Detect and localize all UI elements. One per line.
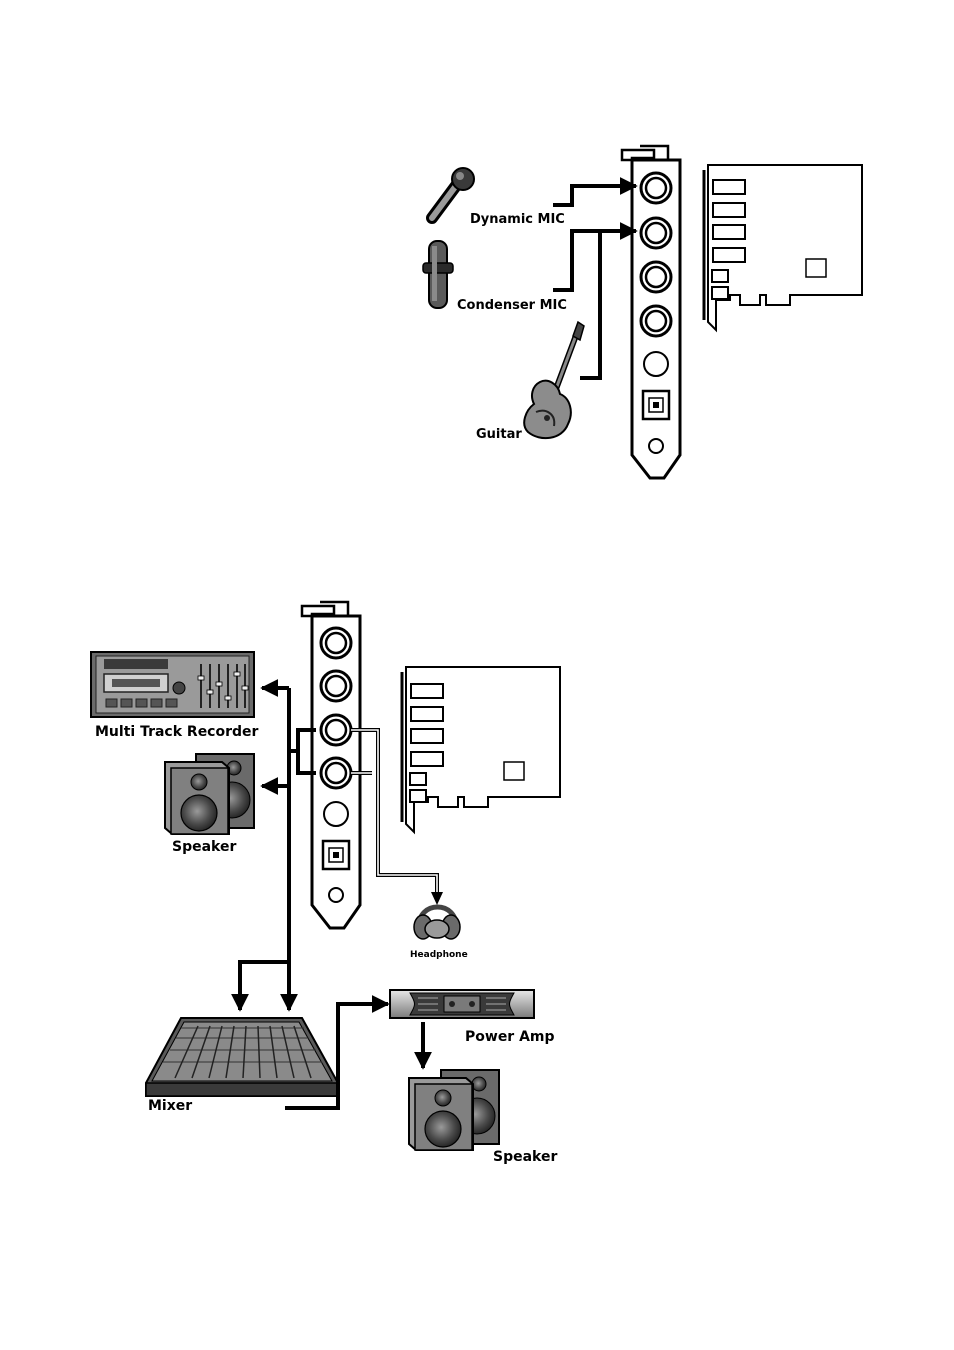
mixer-label: Mixer — [148, 1098, 192, 1114]
dynamic-mic-label: Dynamic MIC — [470, 212, 565, 227]
headphone-connection-line — [351, 728, 443, 905]
multi-track-recorder-icon — [90, 651, 255, 718]
input-connection-lines — [553, 177, 638, 380]
pcie-card-icon — [400, 666, 561, 835]
headphone-icon — [413, 904, 461, 940]
output-connection-lines — [231, 679, 432, 1110]
multi-track-recorder-label: Multi Track Recorder — [95, 724, 259, 740]
power-amp-label: Power Amp — [465, 1029, 555, 1045]
speaker-icon — [408, 1069, 500, 1151]
speaker-icon — [164, 753, 255, 835]
speaker-left-label: Speaker — [172, 839, 236, 855]
audio-card-bracket-icon — [620, 144, 682, 480]
mixer-icon — [145, 1017, 339, 1097]
input-diagram: Dynamic MIC Condenser MIC Guitar — [422, 144, 863, 480]
headphone-label: Headphone — [410, 950, 468, 960]
audio-card-bracket-icon — [300, 600, 362, 930]
condenser-mic-label: Condenser MIC — [457, 298, 567, 313]
guitar-label: Guitar — [476, 427, 522, 442]
guitar-icon — [523, 320, 585, 440]
output-diagram: Multi Track Recorder Speaker Headphone M… — [90, 600, 561, 1165]
power-amp-icon — [389, 989, 535, 1019]
speaker-right-label: Speaker — [493, 1149, 557, 1165]
dynamic-mic-icon — [426, 167, 475, 224]
condenser-mic-icon — [422, 240, 454, 309]
pcie-card-icon — [702, 164, 863, 333]
